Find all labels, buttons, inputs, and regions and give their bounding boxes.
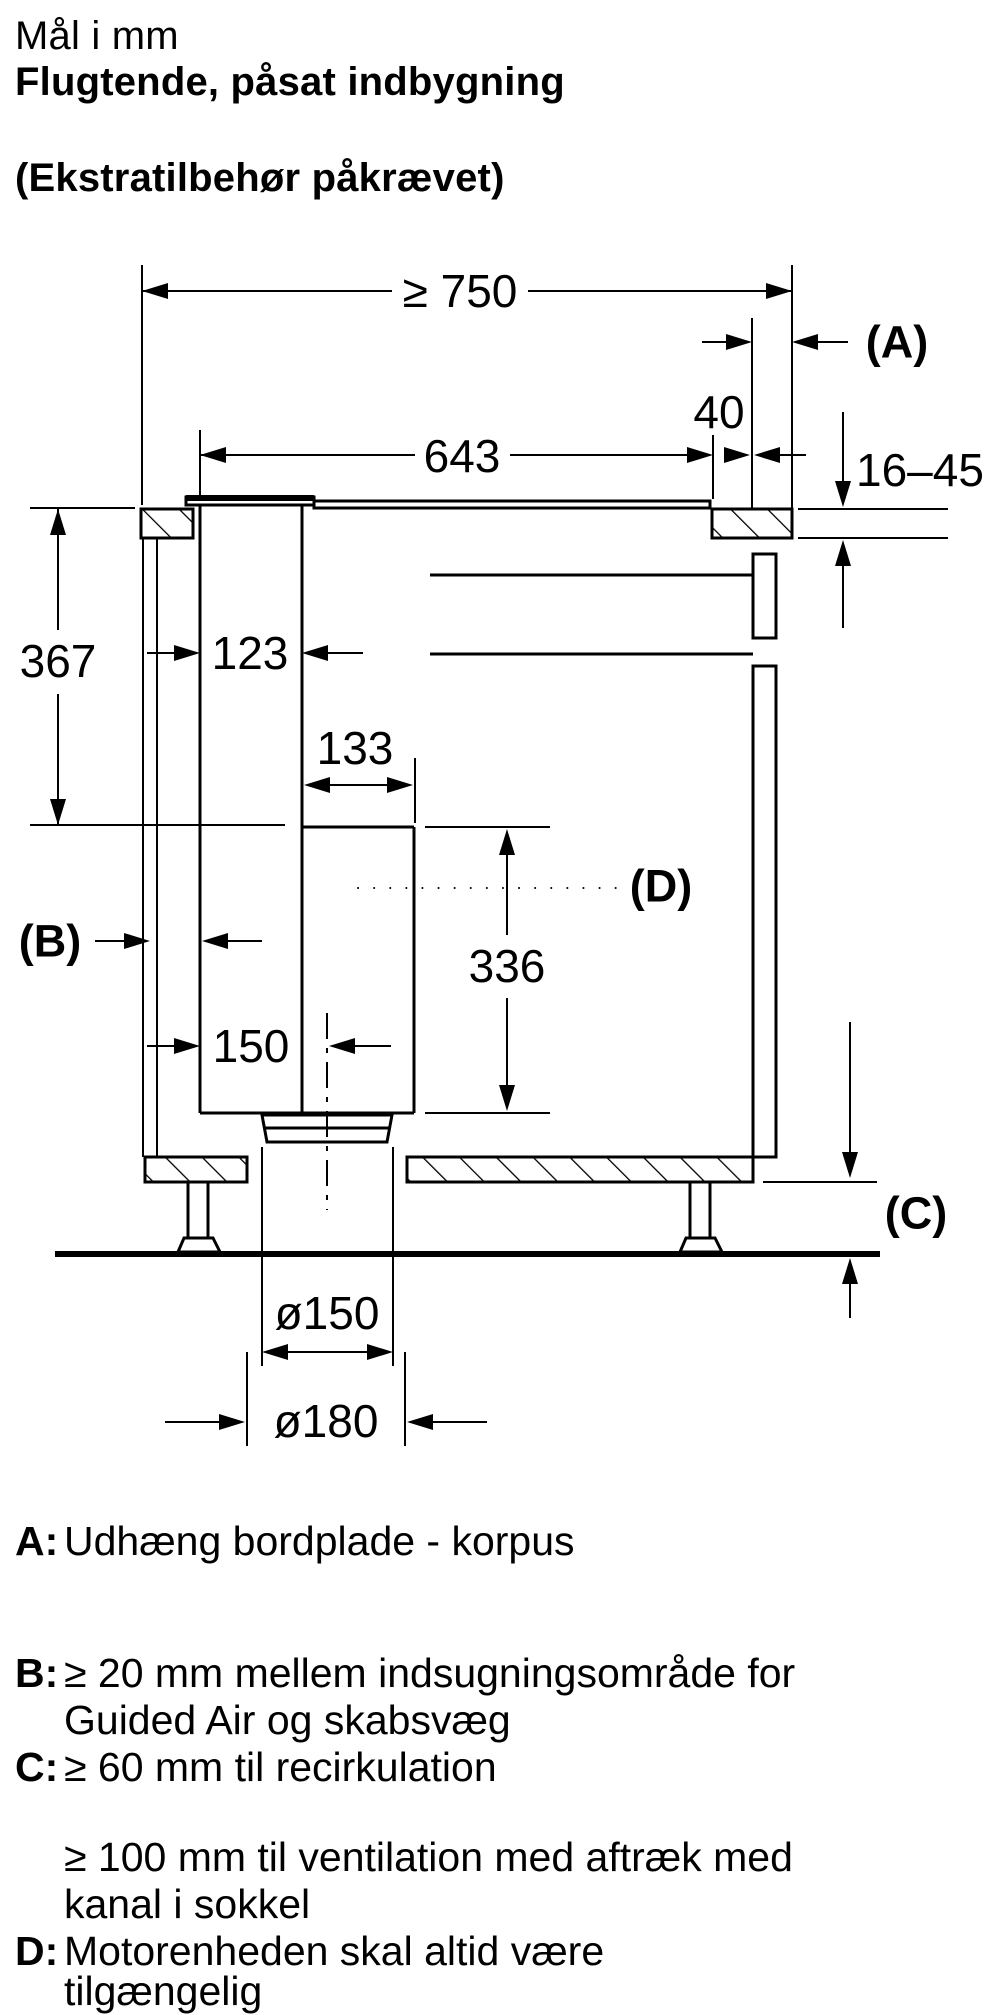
dim-worktop-thickness-label: 16–45 [856, 444, 984, 496]
dim-motor-height-label: 336 [469, 940, 546, 992]
page-title: Flugtende, påsat indbygning [15, 60, 565, 104]
legend-text-d2: tilgængelig [64, 1968, 263, 2014]
label-b: (B) [19, 916, 81, 967]
adjustable-foot-right [677, 1180, 725, 1254]
dimension-side-gap-b: (B) [19, 916, 262, 967]
plinth-hatch-right [405, 1155, 755, 1184]
dim-height-duct-label: 367 [20, 635, 97, 687]
right-cabinet-panel [430, 552, 778, 1159]
dimension-outlet-diameter: ø150 [261, 1147, 394, 1366]
legend-item-a: A:Udhæng bordplade - korpus [15, 1518, 575, 1565]
legend-item-d-line2: tilgængelig [64, 1968, 262, 2015]
dim-outlet-dia-label: ø150 [275, 1287, 380, 1339]
dimension-duct-width: 123 [147, 627, 363, 679]
legend-item-c-line1: C:≥ 60 mm til recirkulation [15, 1744, 497, 1791]
legend-item-c-line3: kanal i sokkel [64, 1881, 310, 1928]
motor-unit [302, 825, 416, 1113]
label-d: (D) [630, 861, 692, 912]
dim-overhang-gap-label: 40 [693, 386, 744, 438]
worktop-section-left [139, 507, 195, 540]
label-a: (A) [866, 317, 928, 368]
dimension-motor-height: 336 [425, 826, 550, 1114]
legend-text-b1: ≥ 20 mm mellem indsugningsområde for [64, 1650, 796, 1696]
label-c: (C) [885, 1188, 947, 1239]
dim-duct-width-label: 123 [212, 627, 289, 679]
dimension-hole-diameter: ø180 [165, 1352, 487, 1447]
dim-inner-width-label: 643 [424, 430, 501, 482]
legend-item-c-line2: ≥ 100 mm til ventilation med aftræk med [64, 1834, 793, 1881]
dimension-worktop-thickness: 16–45 [798, 412, 984, 628]
legend-text-b2: Guided Air og skabsvæg [64, 1697, 511, 1743]
dim-motor-width-label: 133 [317, 722, 394, 774]
plinth-hatch-left [143, 1155, 249, 1184]
legend-key-c: C: [15, 1744, 59, 1790]
dim-total-width-label: ≥ 750 [403, 265, 518, 317]
plinth-panels [143, 1155, 755, 1184]
legend-text-c1: ≥ 60 mm til recirkulation [64, 1744, 497, 1790]
legend-text-c2: ≥ 100 mm til ventilation med aftræk med [64, 1834, 793, 1880]
legend-text-d1: Motorenheden skal altid være [64, 1928, 605, 1974]
adjustable-foot-left [175, 1180, 223, 1254]
dimension-inner-width: 643 40 [199, 386, 806, 499]
units-note: Mål i mm [15, 14, 179, 58]
worktop-and-hob [139, 495, 794, 540]
dimension-motor-width: 133 [304, 722, 416, 823]
legend-key-b: B: [15, 1650, 59, 1696]
dimension-drawing: ≥ 750 (A) 643 40 16–45 [19, 265, 984, 1447]
dim-center-offset-label: 150 [213, 1020, 290, 1072]
legend-item-d-line1: D:Motorenheden skal altid være [15, 1928, 604, 1975]
legend-key-a: A: [15, 1518, 59, 1564]
dimension-total-width: ≥ 750 [141, 265, 793, 509]
dimension-center-offset: 150 [147, 1020, 391, 1072]
legend-item-b-line2: Guided Air og skabsvæg [64, 1697, 511, 1744]
legend-item-b-line1: B:≥ 20 mm mellem indsugningsområde for [15, 1650, 795, 1697]
dimension-plinth-clearance-c: (C) [763, 1022, 947, 1318]
left-cabinet-wall [142, 538, 158, 1157]
dimension-depth-d: (D) [357, 861, 692, 912]
legend-key-d: D: [15, 1928, 59, 1974]
worktop-section-right [710, 507, 794, 540]
legend-text-c3: kanal i sokkel [64, 1881, 311, 1927]
dimension-height-duct: 367 [20, 507, 285, 826]
accessory-note: (Ekstratilbehør påkrævet) [15, 156, 505, 200]
legend-text-a: Udhæng bordplade - korpus [64, 1518, 575, 1564]
dimension-overhang-a: (A) [702, 317, 928, 509]
guided-air-duct [198, 505, 414, 1115]
dim-hole-dia-label: ø180 [274, 1395, 379, 1447]
